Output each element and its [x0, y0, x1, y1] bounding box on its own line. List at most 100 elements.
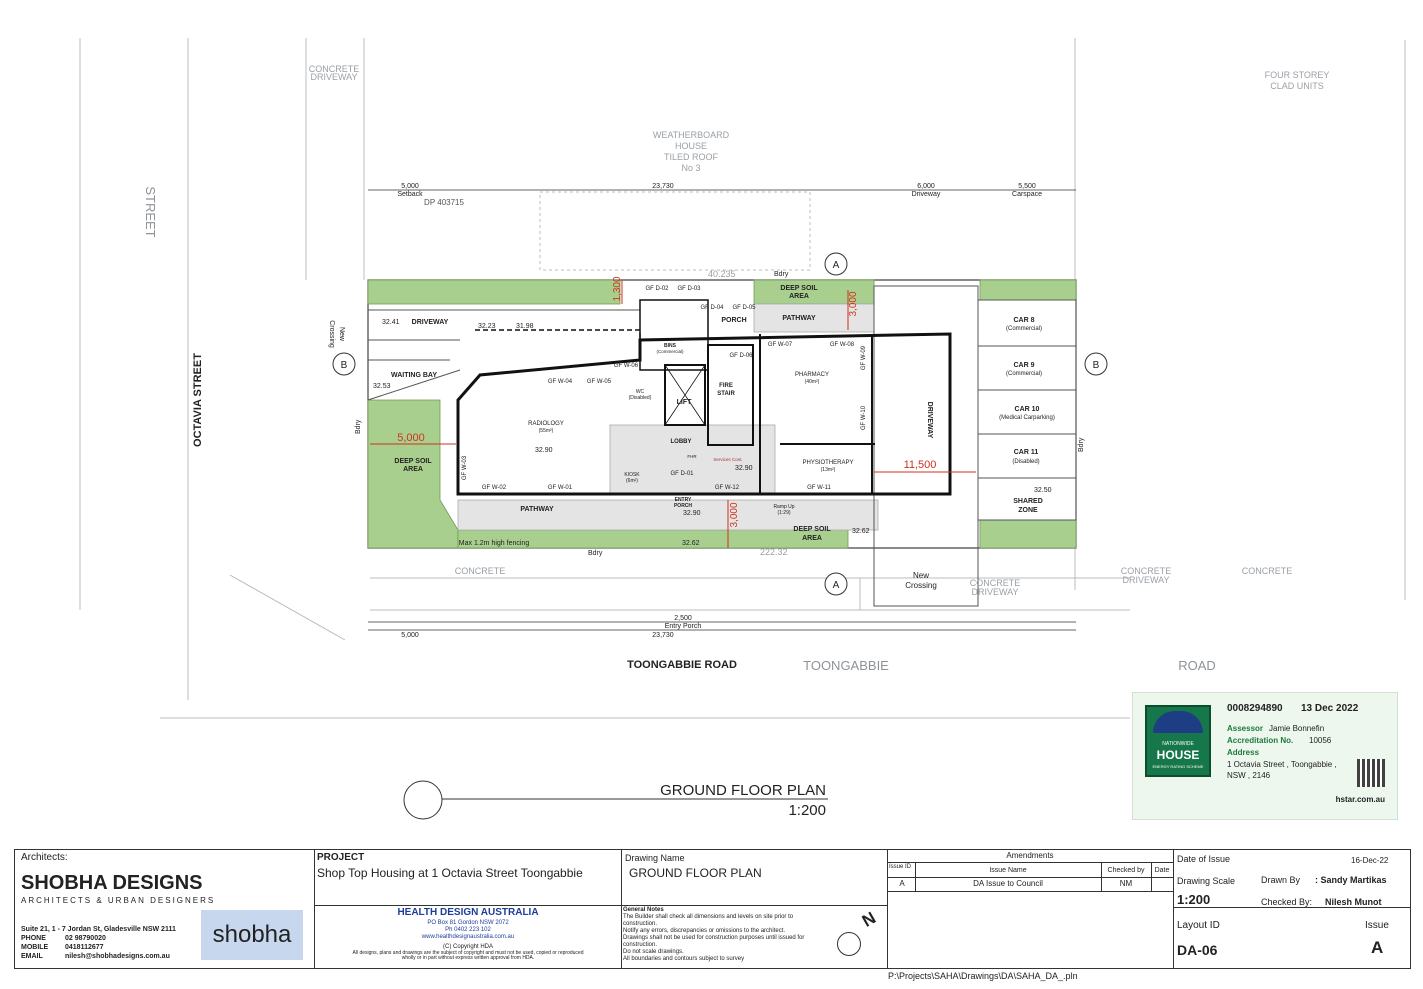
window-w09: GF W-09	[861, 345, 867, 370]
window-w05: GF W-05	[587, 379, 612, 385]
level-1: 32.41	[382, 319, 400, 326]
deep-soil-areas	[367, 279, 1077, 549]
dim-overall-bottom: 23,730	[652, 632, 674, 639]
car-10-label: CAR 10	[1015, 406, 1040, 413]
cert-address-label: Address	[1227, 748, 1260, 757]
cert-assessor: Jamie Bonnefin	[1269, 724, 1325, 733]
car-9-type: (Commercial)	[1006, 371, 1042, 377]
drawing-name: GROUND FLOOR PLAN	[629, 866, 762, 880]
mobile-value: 0418112677	[65, 944, 104, 951]
title-block: Architects: SHOBHA DESIGNS ARCHITECTS & …	[14, 849, 1411, 969]
concrete-driveway-3: CONCRETE	[1121, 566, 1172, 576]
drawing-scale-label: Drawing Scale	[1177, 876, 1236, 886]
amendments-label: Amendments	[1006, 851, 1054, 860]
shared-zone-2: ZONE	[1018, 507, 1038, 514]
dim-red-1300: 1,300	[612, 276, 623, 301]
drawn-by: : Sandy Martikas	[1315, 875, 1387, 885]
cert-site: hstar.com.au	[1335, 795, 1385, 804]
level-9: 32.62	[852, 528, 870, 535]
street-toongabbie-road: TOONGABBIE ROAD	[627, 659, 737, 671]
pathway-top: PATHWAY	[782, 315, 816, 322]
site-plan: A A B B TOONGABBIE ROAD TOONGABBIE ROAD …	[79, 38, 1406, 820]
layout-id: DA-06	[1177, 942, 1218, 958]
level-5: 32.90	[535, 447, 553, 454]
north-label: N	[858, 908, 879, 931]
dim-red-3000-top: 3,000	[848, 291, 859, 316]
door-d02: GF D-02	[645, 286, 669, 292]
concrete-left: CONCRETE	[455, 566, 506, 576]
room-physiotherapy: PHYSIOTHERAPY	[802, 460, 853, 466]
neighbour-weatherboard-3: TILED ROOF	[664, 152, 719, 162]
concrete-driveway-2: DRIVEWAY	[971, 587, 1018, 597]
concrete-top-2: DRIVEWAY	[310, 72, 357, 82]
concrete-driveway-1: CONCRETE	[970, 578, 1021, 588]
waiting-bay: WAITING BAY	[391, 372, 437, 379]
dim-entry-porch: 2,500	[674, 615, 692, 622]
cert-address: 1 Octavia Street , Toongabbie , NSW , 21…	[1227, 760, 1337, 780]
general-note-2: Notify any errors, discrepancies or omis…	[623, 928, 786, 934]
bdry-bottom: Bdry	[588, 550, 603, 557]
door-d01: GF D-01	[670, 471, 694, 477]
plan-title-circle	[403, 780, 443, 820]
neighbour-units-2: CLAD UNITS	[1270, 81, 1324, 91]
checked-by-header: Checked by	[1107, 867, 1145, 874]
firm-name: SHOBHA DESIGNS	[21, 872, 203, 894]
logo-top: NATIONWIDE	[1162, 741, 1194, 747]
room-radiology-area: (55m²)	[539, 428, 554, 434]
level-6: 32.90	[735, 465, 753, 472]
room-bins-note: (Commercial)	[657, 349, 685, 354]
car-8-label: CAR 8	[1013, 317, 1034, 324]
dim-entry-porch-label: Entry Porch	[665, 623, 702, 630]
shobha-logo: shobha	[201, 910, 303, 960]
star-arc-icon	[1153, 711, 1203, 733]
dim-driveway: 6,000	[917, 183, 935, 190]
door-d04: GF D-04	[700, 305, 724, 311]
drawing-scale: 1:200	[1177, 892, 1211, 907]
level-8: 32.62	[682, 540, 700, 547]
neighbour-weatherboard-4: No 3	[681, 163, 700, 173]
room-porch: PORCH	[721, 317, 746, 324]
lot-dp: DP 403715	[424, 198, 464, 207]
dim-red-5000: 5,000	[397, 432, 425, 444]
street-label: STREET	[143, 186, 158, 237]
room-physiotherapy-area: (13m²)	[821, 467, 836, 473]
dim-bottom-5000: 5,000	[401, 632, 419, 639]
dim-overall-top: 23,730	[652, 183, 674, 190]
section-markers	[332, 252, 1108, 596]
ramp-grade: (1:29)	[777, 510, 790, 516]
dim-setback-label: Setback	[397, 191, 423, 198]
window-w10: GF W-10	[861, 405, 867, 430]
driveway	[367, 285, 1077, 607]
room-fire-stair-1: FIRE	[719, 383, 733, 389]
level-11: 40.235	[708, 269, 736, 279]
deep-soil-left-1: DEEP SOIL	[394, 458, 432, 465]
general-note-1: The Builder shall check all dimensions a…	[623, 914, 794, 927]
layout-id-label: Layout ID	[1177, 920, 1220, 931]
project-name: Shop Top Housing at 1 Octavia Street Too…	[317, 866, 583, 880]
door-d03: GF D-03	[677, 286, 701, 292]
deep-soil-left-2: AREA	[403, 466, 423, 473]
cert-accreditation: 10056	[1309, 736, 1332, 745]
north-circle-icon	[837, 932, 861, 956]
architects-label: Architects:	[21, 852, 68, 863]
window-w06: GF W-06	[614, 363, 639, 369]
room-lobby: LOBBY	[671, 439, 692, 445]
concrete-top: CONCRETE	[309, 64, 360, 74]
date-of-issue-label: Date of Issue	[1177, 854, 1231, 864]
general-notes-label: General Notes	[623, 907, 664, 913]
level-10: 32.50	[1034, 487, 1052, 494]
door-d06: GF D-06	[729, 353, 753, 359]
plan-scale: 1:200	[788, 802, 826, 819]
hda-copyright-note: All designs, plans and drawings are the …	[352, 950, 584, 961]
hda-copyright: (C) Copyright HDA	[442, 944, 493, 950]
checked-label: Checked By:	[1261, 897, 1313, 907]
section-a-top: A	[833, 260, 840, 271]
neighbour-weatherboard-2: HOUSE	[675, 141, 707, 151]
project-label: PROJECT	[317, 852, 365, 863]
hda-line-1: PO Box 81 Gordon NSW 2072	[427, 920, 509, 926]
cert-accreditation-label: Accreditation No.	[1227, 736, 1294, 745]
general-note-4: Do not scale drawings.	[623, 949, 684, 955]
cert-number: 0008294890	[1227, 703, 1283, 714]
building-outline	[456, 299, 952, 496]
